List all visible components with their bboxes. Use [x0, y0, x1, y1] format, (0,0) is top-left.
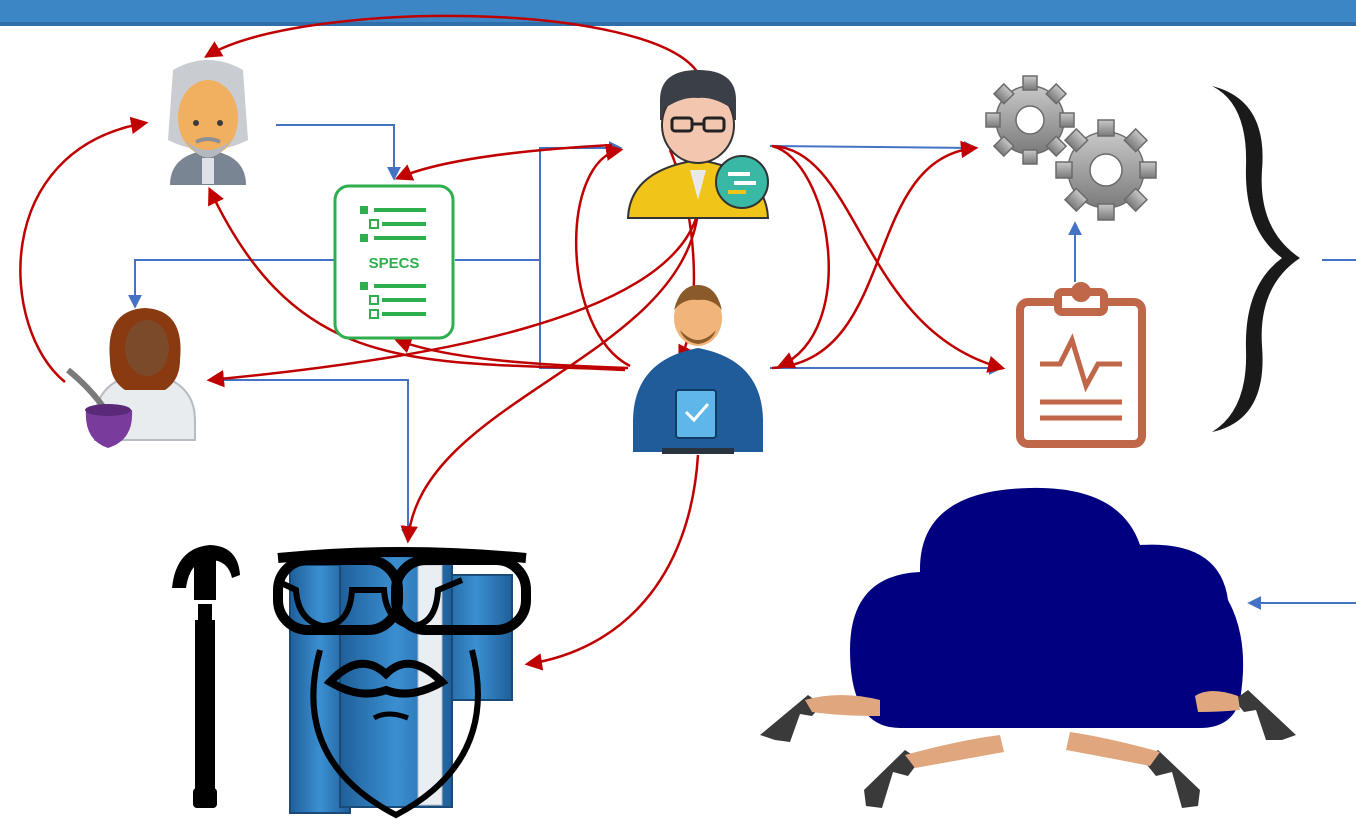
developer-icon: [626, 70, 770, 219]
books-with-glasses-icon: [273, 547, 531, 819]
tester-icon: [633, 285, 763, 454]
clipboard-report-icon: [1016, 282, 1146, 448]
header-bar: [0, 0, 1356, 26]
cloud-icon: [850, 487, 1244, 728]
writer-woman-icon: [66, 308, 196, 448]
blue-connectors: [128, 124, 1356, 610]
guns-icon: [760, 690, 1296, 808]
cane-icon: [172, 545, 240, 808]
specs-label: SPECS: [369, 255, 420, 272]
curly-brace-icon: [1212, 86, 1300, 432]
senior-man-icon: [168, 60, 248, 185]
specs-document-icon: SPECS: [333, 184, 455, 340]
gears-icon: [985, 75, 1157, 221]
red-connectors: [19, 14, 1006, 671]
